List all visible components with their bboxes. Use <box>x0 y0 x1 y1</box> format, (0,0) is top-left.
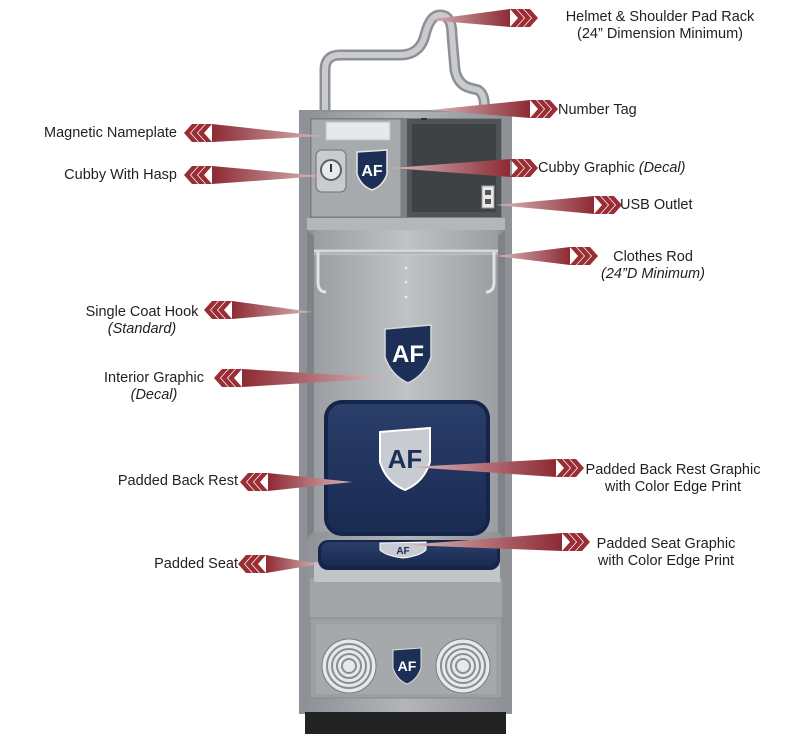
label-magnetic-nameplate: Magnetic Nameplate <box>0 125 177 142</box>
label-padded-back-rest-line1: Padded Back Rest <box>117 473 238 489</box>
label-helmet-rack-line1: Helmet & Shoulder Pad Rack <box>565 9 755 25</box>
label-helmet-rack: Helmet & Shoulder Pad Rack (24” Dimensio… <box>540 9 780 43</box>
label-cubby-graphic: Cubby Graphic (Decal) <box>538 160 685 177</box>
label-cubby-hasp-line1: Cubby With Hasp <box>64 167 177 183</box>
cubby-hasp <box>315 149 347 193</box>
usb-outlet <box>481 185 495 209</box>
arrow-clothes-rod <box>496 247 598 265</box>
lower-logo-text: AF <box>398 658 417 674</box>
label-clothes-rod: Clothes Rod (24”D Minimum) <box>578 249 728 283</box>
coat-hook <box>404 266 408 299</box>
arrow-number-tag <box>430 100 558 118</box>
left-vent <box>321 638 377 694</box>
arrow-padded-seat <box>238 555 320 573</box>
label-number-tag-line1: Number Tag <box>558 102 637 118</box>
label-coat-hook-line2: (Standard) <box>107 321 177 337</box>
number-tag <box>421 118 427 120</box>
right-vent <box>435 638 491 694</box>
helmet-rack <box>319 9 490 118</box>
label-back-rest-graphic-line2: with Color Edge Print <box>604 479 742 495</box>
label-interior-graphic: Interior Graphic (Decal) <box>84 370 224 404</box>
label-padded-seat: Padded Seat <box>0 556 238 573</box>
arrow-coat-hook <box>204 301 312 319</box>
arrow-usb-outlet <box>496 196 622 214</box>
callout-arrows <box>184 9 622 573</box>
label-coat-hook: Single Coat Hook (Standard) <box>72 304 212 338</box>
label-padded-seat-line1: Padded Seat <box>154 556 238 572</box>
label-coat-hook-line1: Single Coat Hook <box>85 304 199 320</box>
label-clothes-rod-line2: (24”D Minimum) <box>601 266 705 282</box>
seat-graphic-shield: AF <box>379 541 427 559</box>
arrow-seat-graphic <box>405 533 590 551</box>
back-rest-graphic-shield: AF <box>379 426 431 492</box>
label-padded-back-rest: Padded Back Rest <box>0 473 238 490</box>
label-cubby-graphic-line1: Cubby Graphic <box>538 160 635 176</box>
label-back-rest-graphic: Padded Back Rest Graphic with Color Edge… <box>575 462 771 496</box>
label-interior-graphic-line1: Interior Graphic <box>104 370 204 386</box>
arrow-cubby-graphic <box>392 159 538 177</box>
label-back-rest-graphic-line1: Padded Back Rest Graphic <box>585 462 761 478</box>
arrow-back-rest-graphic <box>410 459 584 477</box>
label-seat-graphic-line1: Padded Seat Graphic <box>596 536 736 552</box>
label-helmet-rack-line2: (24” Dimension Minimum) <box>577 26 743 42</box>
label-interior-graphic-line2: (Decal) <box>130 387 178 403</box>
arrow-cubby-hasp <box>184 166 322 184</box>
arrow-magnetic-nameplate <box>184 124 322 142</box>
interior-logo-text: AF <box>392 341 424 368</box>
label-cubby-graphic-italic: (Decal) <box>638 160 686 176</box>
label-cubby-hasp: Cubby With Hasp <box>0 167 177 184</box>
cubby-graphic-shield: AF <box>356 149 388 191</box>
magnetic-nameplate <box>325 121 391 141</box>
cubby-logo-text: AF <box>361 163 383 180</box>
label-clothes-rod-line1: Clothes Rod <box>613 249 693 265</box>
back-rest-logo-text: AF <box>388 444 423 474</box>
label-magnetic-nameplate-line1: Magnetic Nameplate <box>44 125 177 141</box>
label-number-tag: Number Tag <box>558 102 637 119</box>
arrow-helmet-rack <box>428 9 538 27</box>
seat-logo-text: AF <box>396 546 409 557</box>
lower-panel-shield: AF <box>392 647 422 685</box>
label-usb-outlet: USB Outlet <box>620 197 693 214</box>
clothes-rod <box>314 249 498 294</box>
label-usb-outlet-line1: USB Outlet <box>620 197 693 213</box>
label-seat-graphic: Padded Seat Graphic with Color Edge Prin… <box>582 536 750 570</box>
arrow-interior-graphic <box>214 369 388 387</box>
interior-graphic-shield: AF <box>384 324 432 384</box>
arrow-padded-back-rest <box>240 473 352 491</box>
label-seat-graphic-line2: with Color Edge Print <box>597 553 735 569</box>
